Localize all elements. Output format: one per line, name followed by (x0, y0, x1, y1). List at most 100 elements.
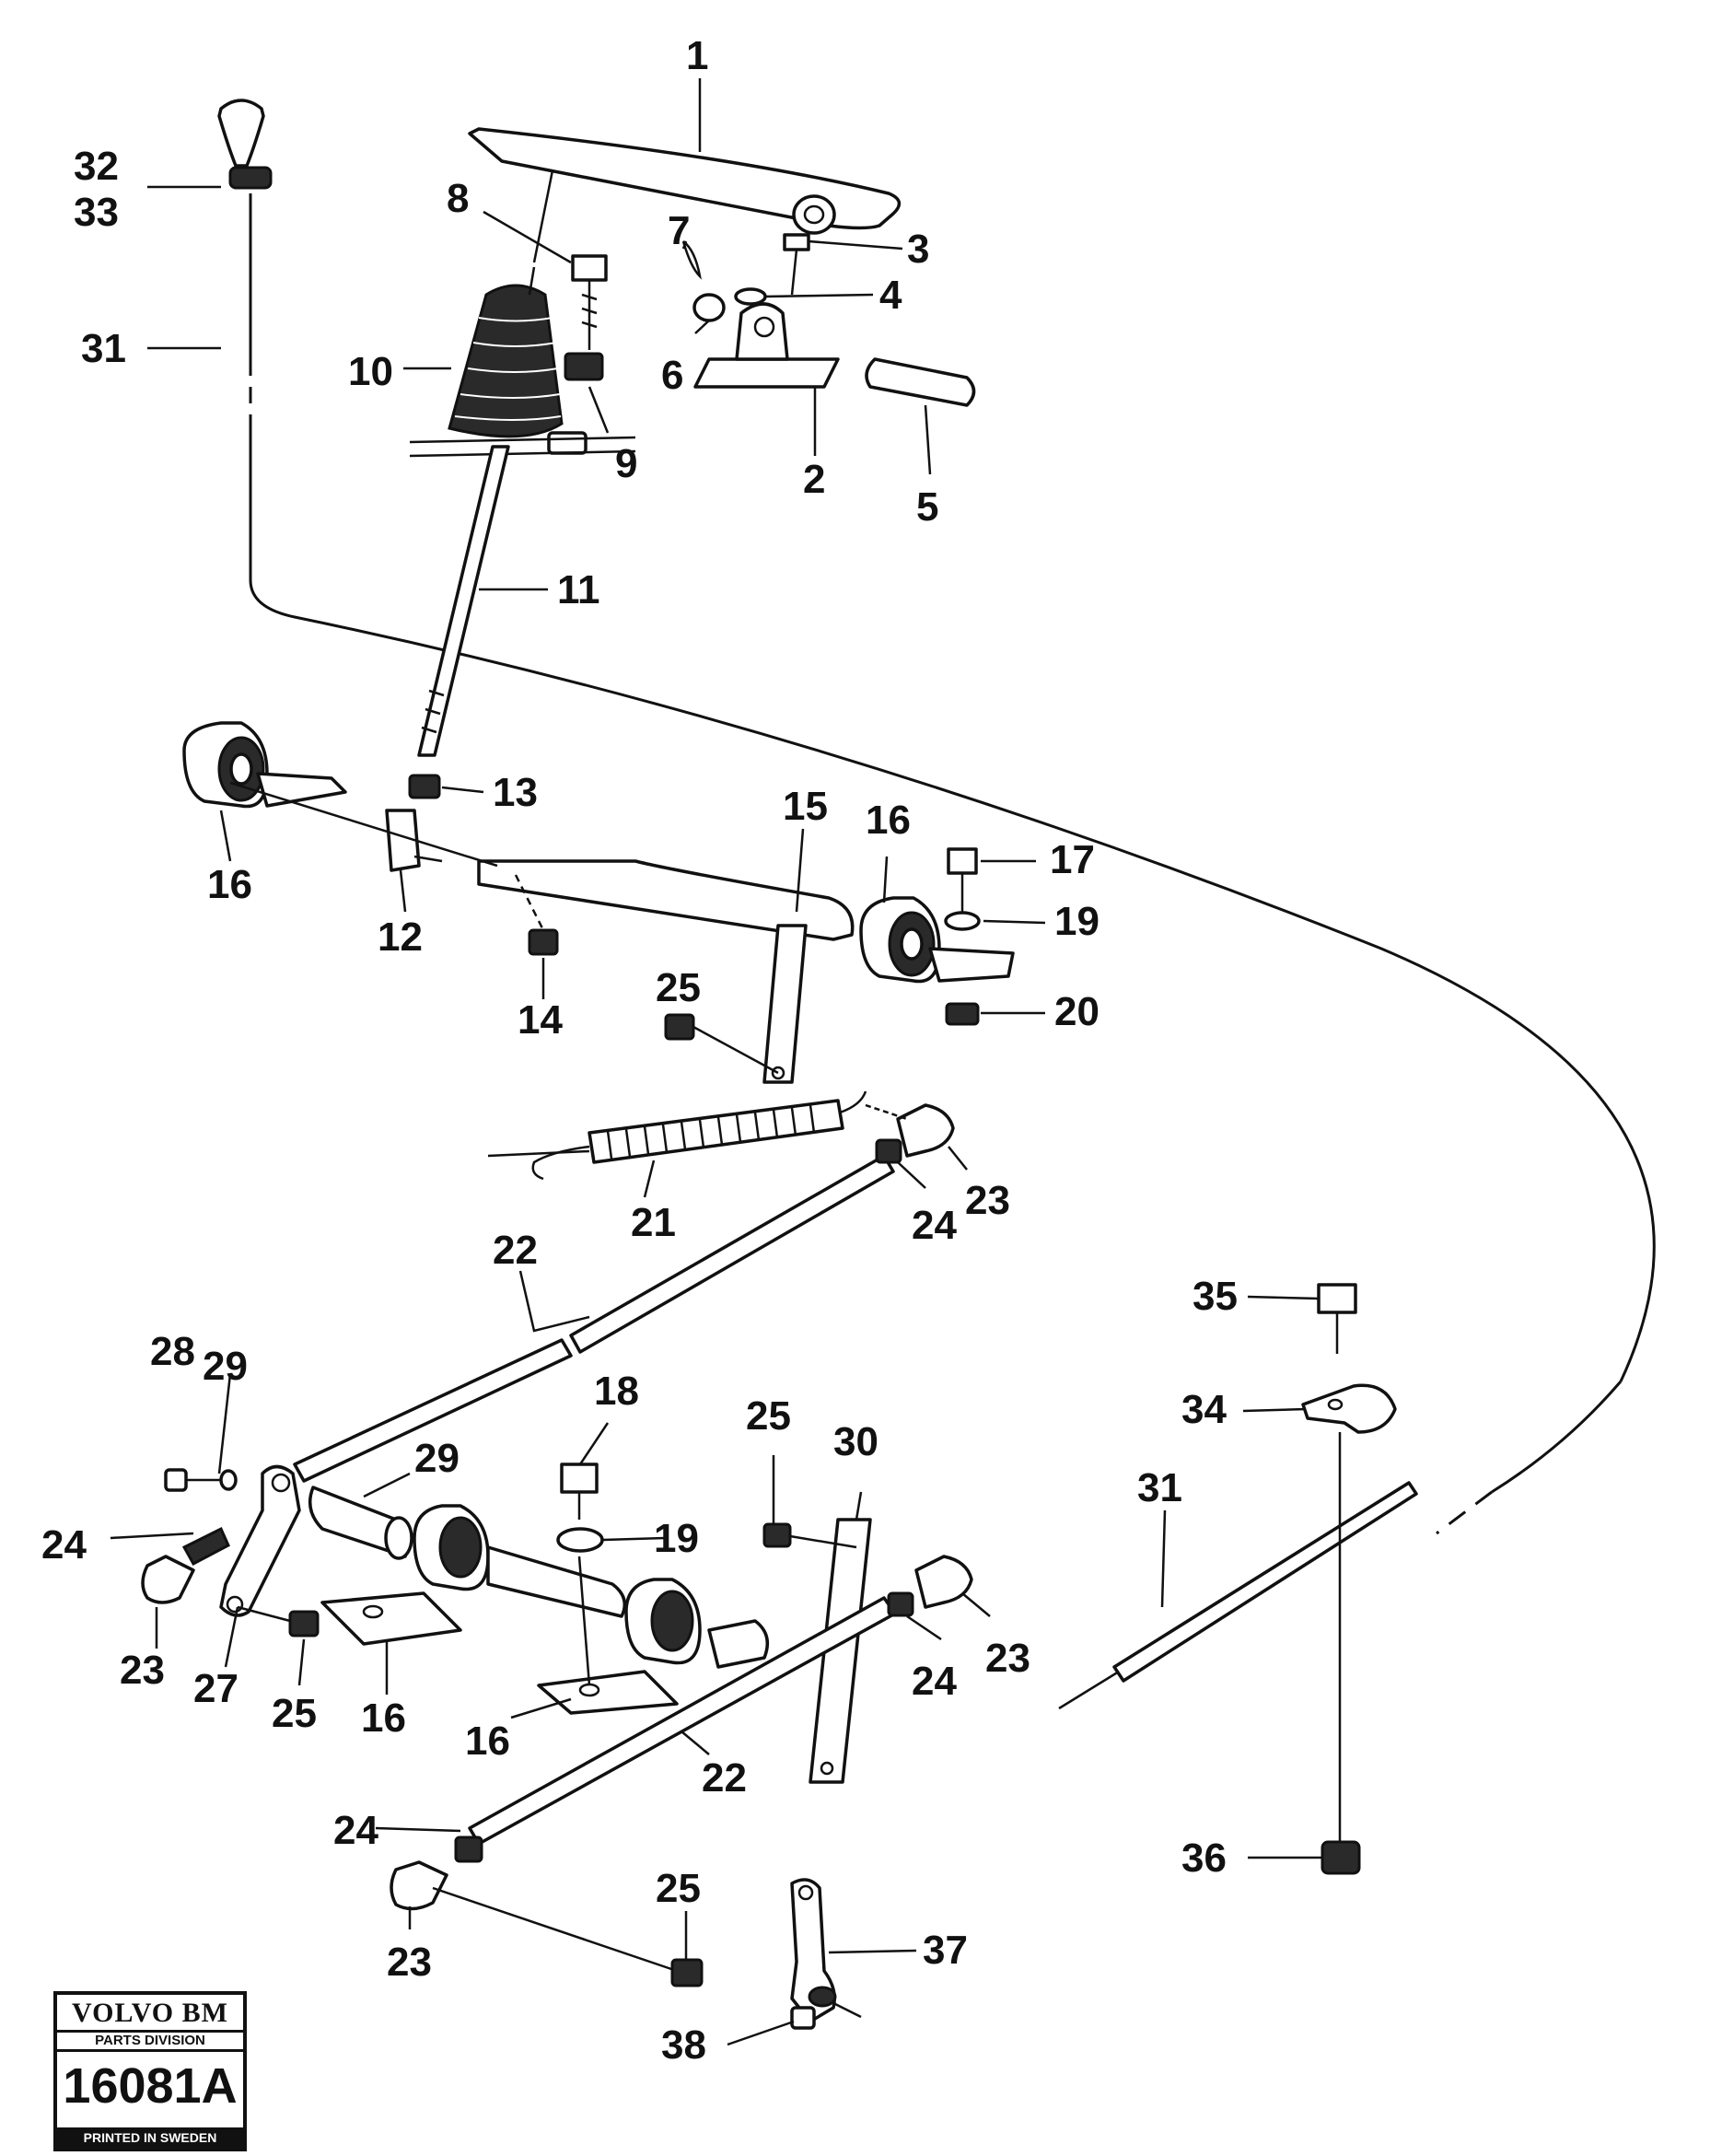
callout-23-c: 23 (985, 1636, 1030, 1681)
accelerator-pedal[interactable] (468, 127, 902, 230)
boot-ribs (454, 317, 562, 421)
pedal-stem (532, 169, 554, 263)
rod-thread (421, 689, 445, 734)
callout-8: 8 (447, 176, 469, 221)
callout-18: 18 (594, 1369, 639, 1414)
nut-25-right (762, 1522, 792, 1548)
nut-25-line (692, 1025, 779, 1075)
washer-4 (734, 287, 767, 306)
callout-7: 7 (668, 208, 690, 253)
callout-38: 38 (661, 2022, 706, 2068)
bearing-lr-foot (537, 1670, 679, 1715)
injection-pump-arm[interactable] (790, 1878, 836, 2023)
joint-stud (413, 855, 443, 863)
pedal-pivot-eye (792, 194, 836, 235)
callout-16-b: 16 (866, 798, 911, 843)
pedal-pivot-hole (803, 204, 825, 225)
bearing-foot-right (928, 947, 1015, 983)
callout-14: 14 (518, 997, 563, 1043)
callout-23-d: 23 (387, 1940, 432, 1985)
callout-19-a: 19 (1054, 899, 1100, 944)
screw-head (783, 233, 810, 251)
bearing-bore-inner (229, 752, 253, 786)
spring-hook-left (531, 1145, 590, 1181)
bolt-35 (1317, 1283, 1357, 1314)
bolt-17 (947, 847, 978, 875)
screw-38 (790, 2006, 816, 2030)
nut-25-bottom (670, 1958, 704, 1987)
callout-9: 9 (615, 441, 637, 486)
callout-25-a: 25 (656, 965, 701, 1010)
cable-clamp[interactable] (1301, 1383, 1397, 1434)
callout-24-b: 24 (41, 1522, 87, 1567)
callout-24-a: 24 (912, 1203, 957, 1248)
bearing-ll-bore (438, 1516, 483, 1579)
lever-blade (762, 924, 808, 1084)
callout-22-a: 22 (493, 1228, 538, 1273)
bolt-thread (581, 293, 598, 329)
rod-end-23-bottom (390, 1860, 448, 1911)
leader-lines (110, 78, 1322, 2046)
callout-34: 34 (1181, 1387, 1227, 1432)
bolt-18-axis (577, 1556, 591, 1686)
callout-27: 28 (150, 1329, 195, 1374)
nut-14-line (514, 874, 545, 931)
callout-23-a: 23 (965, 1178, 1010, 1223)
lever-26-hole-top (271, 1473, 291, 1493)
pedal-bracket (693, 357, 840, 389)
nut-14 (528, 928, 559, 956)
link-rod-middle (293, 1338, 573, 1483)
nut-20 (945, 1002, 980, 1026)
ball-joint (385, 809, 421, 872)
rod-22-upper-stud (865, 1103, 908, 1121)
callout-19-b: 19 (654, 1516, 699, 1561)
cotter-pin (681, 240, 702, 280)
callout-4: 4 (879, 273, 902, 318)
nut-25-top (664, 1013, 695, 1041)
lever-hole (771, 1066, 785, 1080)
callout-29: 29 (414, 1436, 460, 1481)
logo-division: PARTS DIVISION (57, 2030, 243, 2052)
bolt-18 (560, 1463, 599, 1494)
shaft-end-collar (707, 1619, 770, 1669)
bell-crank-lever[interactable] (219, 1464, 301, 1617)
cable-sheath-lower (1112, 1481, 1418, 1683)
spring-hook-right (839, 1090, 867, 1114)
cable-knob[interactable] (217, 99, 265, 168)
callout-11: 11 (557, 567, 600, 612)
bracket-ears (735, 302, 789, 361)
pivot-pin (865, 357, 976, 407)
callout-16-a: 16 (207, 862, 252, 907)
callout-31-b: 31 (1137, 1465, 1182, 1510)
rod-end-23-right (914, 1555, 973, 1609)
nut-25-right-line (789, 1534, 857, 1549)
throttle-cable (249, 414, 1656, 1382)
arm-37-shaft-line (832, 2001, 862, 2019)
nut-9-lower (547, 431, 588, 455)
callout-16-d: 16 (465, 1719, 510, 1764)
callout-1: 1 (686, 33, 708, 78)
nut-25-left (288, 1610, 320, 1637)
clamp-hole (1327, 1398, 1344, 1411)
link-rod-upper (569, 1154, 895, 1354)
nut-36 (1321, 1840, 1361, 1875)
callout-3: 3 (907, 227, 929, 272)
bracket-hole (753, 316, 775, 338)
cross-shaft (486, 1545, 627, 1618)
rod-end-23-left (141, 1555, 195, 1604)
actuating-lever[interactable] (809, 1518, 872, 1784)
callout-2: 2 (803, 457, 825, 502)
floor-line-1 (409, 436, 636, 444)
logo-brand: VOLVO BM (72, 1998, 228, 2028)
lever-30-hole (820, 1761, 834, 1776)
cable-inner-wire (1058, 1670, 1120, 1710)
rubber-boot[interactable] (448, 284, 564, 438)
callout-24-c: 24 (912, 1659, 957, 1704)
floor-line-2 (409, 449, 636, 458)
return-spring (588, 1099, 844, 1164)
callout-23-b: 23 (120, 1648, 165, 1693)
logo-diagram-number: 16081A (63, 2058, 238, 2114)
locknut-24-bottom (454, 1836, 483, 1863)
washer-19-lower (556, 1527, 604, 1553)
callout-36: 36 (1181, 1836, 1227, 1881)
